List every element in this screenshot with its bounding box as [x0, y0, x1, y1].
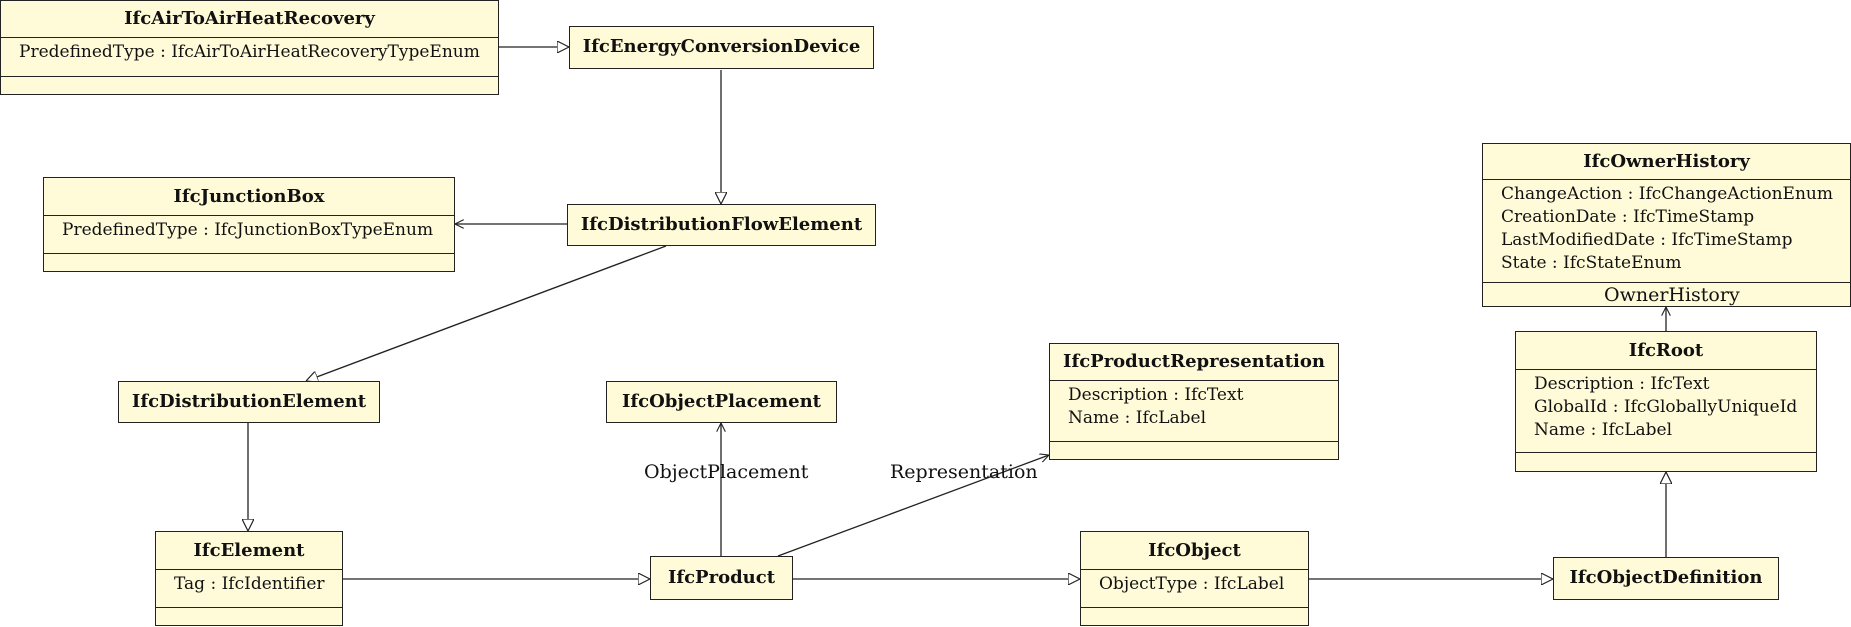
attribute: State : IfcStateEnum: [1501, 253, 1682, 273]
attribute: PredefinedType : IfcAirToAirHeatRecovery…: [19, 42, 480, 62]
class-attributes: ChangeAction : IfcChangeActionEnum Creat…: [1483, 179, 1850, 282]
class-name: IfcRoot: [1628, 340, 1704, 361]
class-name: IfcObjectPlacement: [622, 391, 821, 412]
class-operations: [1, 76, 498, 94]
attribute: GlobalId : IfcGloballyUniqueId: [1534, 397, 1798, 417]
attribute: CreationDate : IfcTimeStamp: [1501, 207, 1755, 227]
class-name: IfcJunctionBox: [173, 186, 325, 207]
class-operations: [44, 253, 454, 271]
class-name: IfcElement: [193, 540, 305, 561]
role-representation: Representation: [890, 461, 1038, 483]
attribute: Name : IfcLabel: [1534, 420, 1673, 440]
attribute: Description : IfcText: [1534, 374, 1710, 394]
class-operations: [1483, 282, 1850, 302]
class-name: IfcObjectDefinition: [1569, 567, 1763, 588]
attribute: LastModifiedDate : IfcTimeStamp: [1501, 230, 1793, 250]
class-attributes: PredefinedType : IfcAirToAirHeatRecovery…: [1, 37, 498, 76]
role-owner-history: OwnerHistory: [1604, 284, 1740, 306]
class-attributes: Description : IfcText Name : IfcLabel: [1050, 380, 1338, 441]
class-ifc-product-representation: IfcProductRepresentation Description : I…: [1049, 343, 1339, 460]
class-ifc-junction-box: IfcJunctionBox PredefinedType : IfcJunct…: [43, 177, 455, 272]
class-ifc-product: IfcProduct: [650, 556, 793, 600]
class-operations: [1050, 441, 1338, 458]
class-ifc-element: IfcElement Tag : IfcIdentifier: [155, 531, 343, 626]
class-ifc-object-definition: IfcObjectDefinition: [1553, 557, 1779, 600]
class-name: IfcProductRepresentation: [1063, 351, 1325, 372]
attribute: Tag : IfcIdentifier: [174, 574, 325, 594]
class-ifc-root: IfcRoot Description : IfcText GlobalId :…: [1515, 331, 1817, 472]
class-name: IfcDistributionElement: [131, 391, 367, 412]
class-attributes: ObjectType : IfcLabel: [1081, 569, 1308, 607]
attribute: PredefinedType : IfcJunctionBoxTypeEnum: [62, 220, 434, 240]
class-operations: [1081, 607, 1308, 624]
class-name: IfcAirToAirHeatRecovery: [124, 8, 375, 29]
class-ifc-distribution-flow-element: IfcDistributionFlowElement: [567, 204, 876, 246]
gen-flow-to-distelement: [306, 245, 667, 381]
class-name: IfcObject: [1148, 540, 1241, 561]
class-operations: [156, 607, 342, 624]
attribute: ObjectType : IfcLabel: [1099, 574, 1285, 594]
class-ifc-owner-history: IfcOwnerHistory ChangeAction : IfcChange…: [1482, 143, 1851, 307]
class-attributes: Tag : IfcIdentifier: [156, 569, 342, 607]
class-name: IfcEnergyConversionDevice: [582, 36, 861, 57]
class-attributes: PredefinedType : IfcJunctionBoxTypeEnum: [44, 215, 454, 253]
class-ifc-energy-conversion-device: IfcEnergyConversionDevice: [569, 26, 874, 69]
attribute: Name : IfcLabel: [1068, 408, 1207, 428]
assoc-product-to-representation: [777, 455, 1049, 557]
class-name: IfcOwnerHistory: [1583, 151, 1750, 172]
role-object-placement: ObjectPlacement: [644, 461, 809, 483]
class-name: IfcDistributionFlowElement: [580, 214, 863, 235]
class-ifc-object: IfcObject ObjectType : IfcLabel: [1080, 531, 1309, 626]
class-name: IfcProduct: [667, 567, 776, 588]
attribute: ChangeAction : IfcChangeActionEnum: [1501, 184, 1833, 204]
class-operations: [1516, 452, 1816, 470]
class-ifc-air-to-air-heat-recovery: IfcAirToAirHeatRecovery PredefinedType :…: [0, 0, 499, 95]
class-ifc-distribution-element: IfcDistributionElement: [118, 381, 380, 423]
attribute: Description : IfcText: [1068, 385, 1244, 405]
class-ifc-object-placement: IfcObjectPlacement: [606, 381, 837, 423]
class-attributes: Description : IfcText GlobalId : IfcGlob…: [1516, 369, 1816, 452]
